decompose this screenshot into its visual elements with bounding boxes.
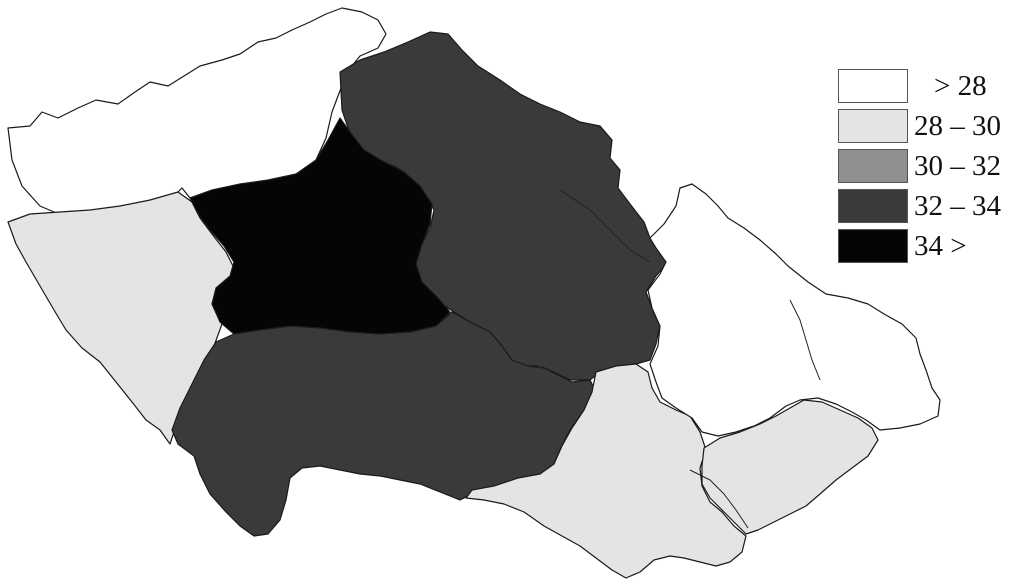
legend-swatch <box>838 229 908 263</box>
legend-swatch <box>838 69 908 103</box>
region-south-moravia-east <box>701 399 879 535</box>
legend-item: > 28 <box>838 66 1024 106</box>
region-northeast <box>647 183 941 437</box>
legend-label: 32 – 34 <box>914 189 1001 222</box>
region-south-moravia-west <box>465 363 747 579</box>
legend-swatch <box>838 189 908 223</box>
region-north-east-band <box>339 31 669 381</box>
legend-swatch <box>838 149 908 183</box>
legend-label: 34 > <box>914 229 967 262</box>
map-legend: > 28 28 – 30 30 – 32 32 – 34 34 > <box>838 66 1024 266</box>
legend-item: 32 – 34 <box>838 186 1024 226</box>
region-central <box>189 117 451 335</box>
district-boundary <box>789 299 821 381</box>
district-boundary <box>689 469 749 529</box>
legend-label: 28 – 30 <box>914 109 1001 142</box>
legend-item: 28 – 30 <box>838 106 1024 146</box>
legend-item: 30 – 32 <box>838 146 1024 186</box>
legend-item: 34 > <box>838 226 1024 266</box>
legend-label: > 28 <box>934 69 987 102</box>
legend-swatch <box>838 109 908 143</box>
district-boundary <box>559 189 651 263</box>
legend-label: 30 – 32 <box>914 149 1001 182</box>
